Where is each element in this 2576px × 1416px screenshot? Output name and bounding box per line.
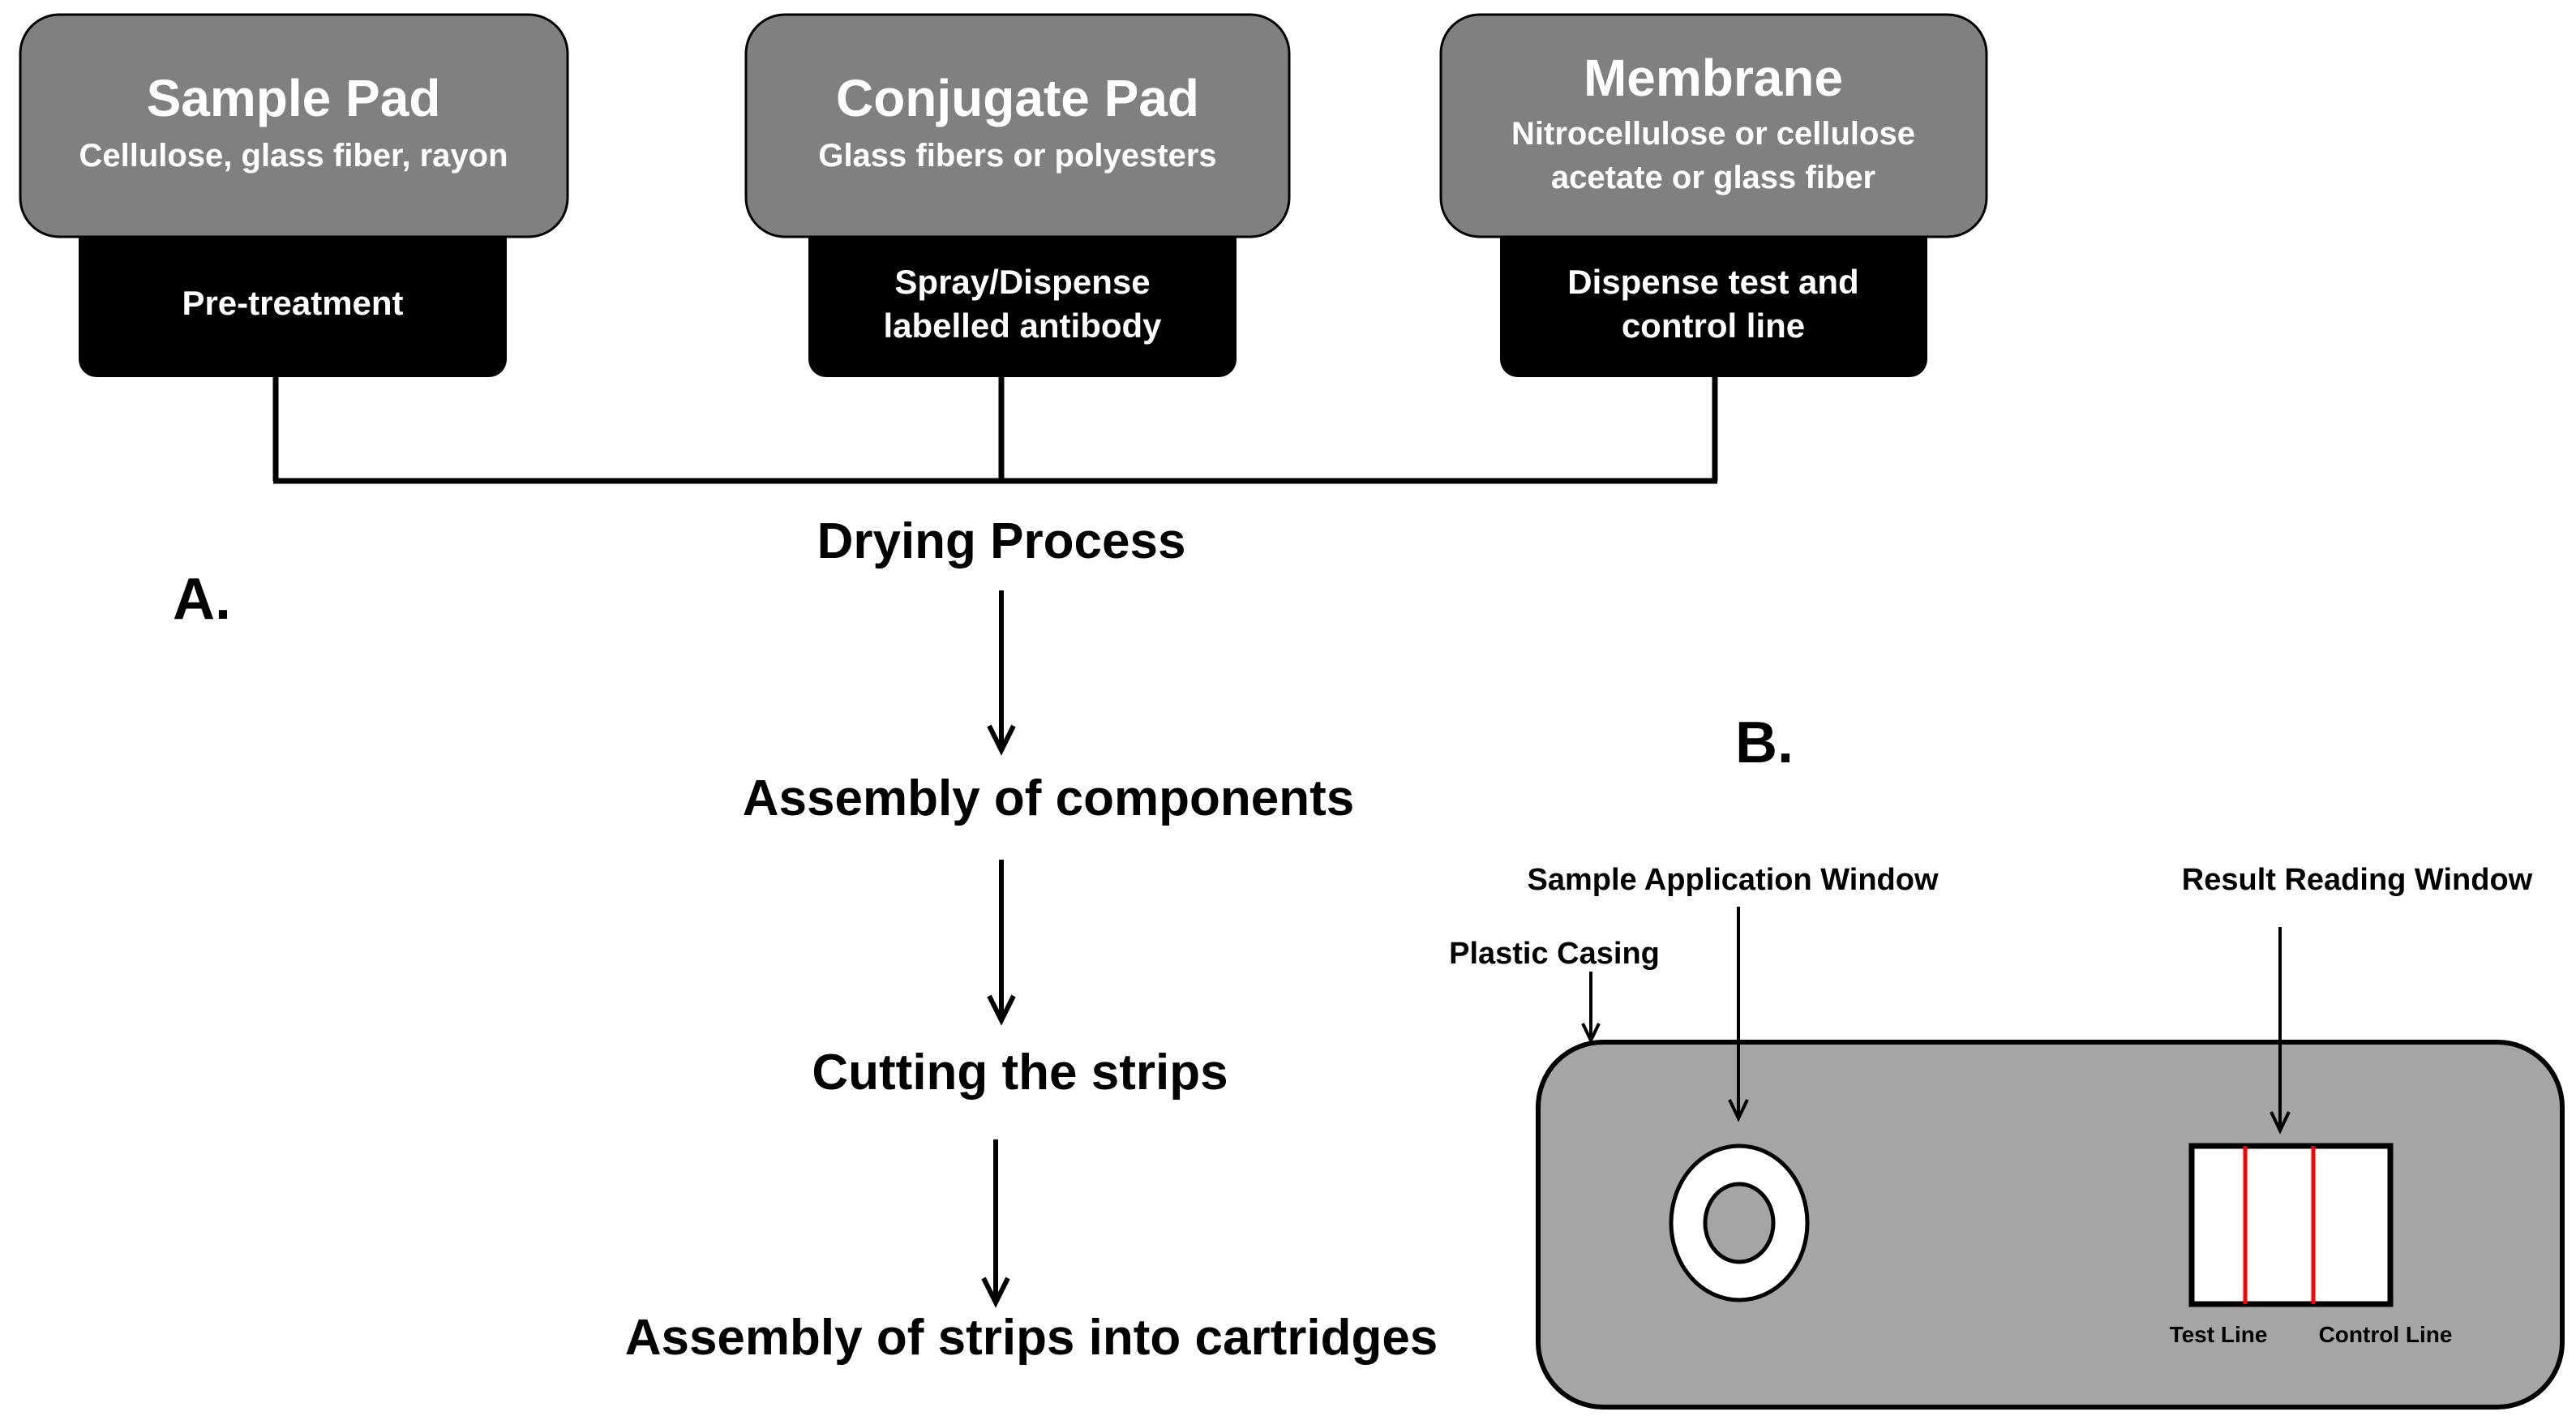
process-text-line-2: labelled antibody xyxy=(883,307,1162,345)
component-materials: Cellulose, glass fiber, rayon xyxy=(79,138,508,174)
panel-a: Sample Pad Cellulose, glass fiber, rayon… xyxy=(19,13,1988,1366)
arrow-down-icon xyxy=(2270,927,2291,1135)
component-membrane: Membrane Nitrocellulose or cellulose ace… xyxy=(1439,13,1988,377)
component-title: Sample Pad xyxy=(147,69,441,127)
component-materials-line-1: Nitrocellulose or cellulose xyxy=(1511,116,1915,152)
arrow-down-icon xyxy=(987,590,1016,756)
control-line-label: Control Line xyxy=(2319,1322,2453,1347)
step-drying-process: Drying Process xyxy=(817,513,1186,569)
component-box xyxy=(1439,13,1988,238)
panel-a-label: A. xyxy=(173,567,231,632)
component-conjugate-pad: Conjugate Pad Glass fibers or polyesters… xyxy=(744,13,1291,377)
result-reading-window-label: Result Reading Window xyxy=(2182,863,2533,897)
process-box xyxy=(79,219,507,377)
panel-b: B. Sample Application Window Result Read… xyxy=(1449,710,2565,1410)
arrow-down-icon xyxy=(987,860,1016,1026)
process-text-line-1: Spray/Dispense xyxy=(894,263,1150,301)
component-title: Conjugate Pad xyxy=(836,69,1199,127)
plastic-casing xyxy=(1536,1040,2565,1410)
plastic-casing-label: Plastic Casing xyxy=(1449,937,1660,971)
process-box xyxy=(1500,219,1927,377)
result-reading-window xyxy=(2188,1143,2394,1307)
sample-application-window-label: Sample Application Window xyxy=(1527,863,1938,897)
arrow-down-icon xyxy=(1581,972,1601,1045)
step-assembly-into-cartridges: Assembly of strips into cartridges xyxy=(625,1310,1438,1366)
process-text-line-2: control line xyxy=(1622,307,1805,345)
process-text-line-1: Dispense test and xyxy=(1567,263,1858,301)
panel-b-label: B. xyxy=(1735,710,1794,775)
arrow-down-icon xyxy=(981,1139,1010,1308)
step-cutting-the-strips: Cutting the strips xyxy=(812,1045,1228,1101)
step-assembly-of-components: Assembly of components xyxy=(743,770,1354,826)
sample-application-window xyxy=(1669,1144,1810,1302)
component-materials-line-2: acetate or glass fiber xyxy=(1551,160,1875,195)
connector-lines xyxy=(272,377,1718,484)
process-text: Pre-treatment xyxy=(182,284,403,322)
component-sample-pad: Sample Pad Cellulose, glass fiber, rayon… xyxy=(19,13,569,377)
component-materials: Glass fibers or polyesters xyxy=(818,138,1216,174)
arrow-down-icon xyxy=(1728,907,1749,1122)
component-box xyxy=(19,13,569,238)
test-line-label: Test Line xyxy=(2170,1322,2268,1347)
process-box xyxy=(808,219,1237,377)
component-box xyxy=(744,13,1291,238)
component-title: Membrane xyxy=(1584,49,1843,107)
